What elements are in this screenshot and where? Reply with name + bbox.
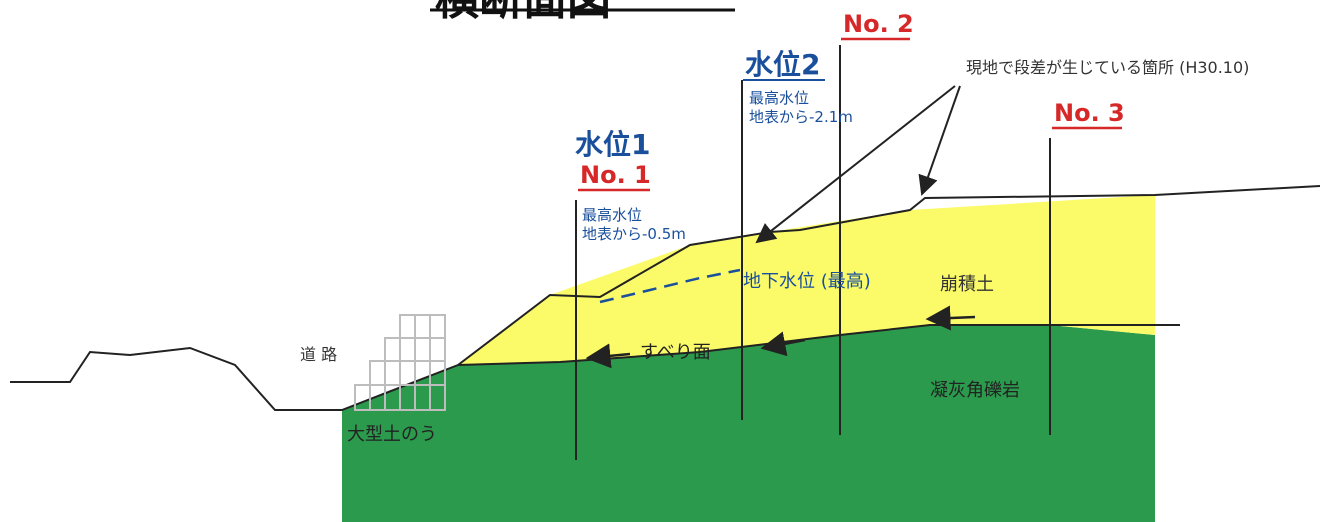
slip-surface-label: すべり面 [640, 342, 711, 363]
groundwater-line [599, 268, 741, 304]
groundwater-annotation: 地下水位 (最高) [743, 271, 871, 292]
road-label: 道 路 [300, 345, 337, 364]
slip-arrow-2 [760, 331, 806, 357]
slip-arrow-3 [925, 305, 976, 331]
water-level-2-label: 水位2 [745, 48, 820, 81]
bedrock-label: 凝灰角礫岩 [930, 380, 1020, 401]
water-level-1-note-line2: 地表から-0.5m [582, 225, 686, 243]
bedrock-layer [342, 325, 1155, 522]
borehole-no3-label: No. 3 [1054, 99, 1125, 127]
colluvium-layer [458, 195, 1155, 365]
water-level-2-note-line1: 最高水位 [749, 89, 809, 107]
colluvium-label: 崩積土 [940, 274, 994, 295]
water-level-1-note-line1: 最高水位 [582, 206, 642, 224]
slip-arrow-1 [585, 343, 631, 369]
sandbag-gabion [354, 314, 446, 411]
step-arrow-2 [918, 85, 961, 196]
water-level-2-note-line2: 地表から-2.1m [749, 108, 853, 126]
diagram-title: 横断面図 [435, 0, 611, 25]
borehole-no2-label: No. 2 [843, 10, 914, 38]
borehole-no1-label: No. 1 [580, 161, 651, 189]
step-location-annotation: 現地で段差が生じている箇所 (H30.10) [966, 58, 1249, 77]
ground-surface-line [10, 185, 1321, 411]
water-level-1-label: 水位1 [575, 128, 650, 161]
step-arrow-1 [755, 85, 956, 244]
sandbag-label: 大型土のう [347, 424, 437, 445]
